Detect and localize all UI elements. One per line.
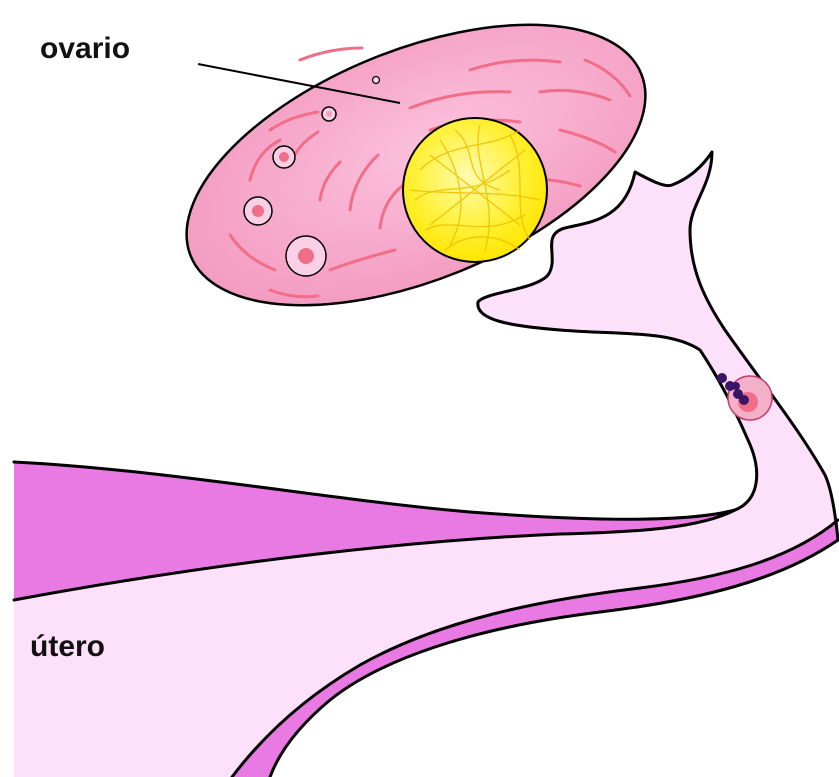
follicle-core xyxy=(252,205,264,217)
utero-label: útero xyxy=(30,632,105,662)
follicle-core xyxy=(298,248,314,264)
ovario-label: ovario xyxy=(40,34,130,64)
follicle-core xyxy=(279,152,289,162)
follicle-small xyxy=(373,77,380,84)
ovulated-egg xyxy=(403,118,547,262)
follicle-core xyxy=(326,111,332,117)
